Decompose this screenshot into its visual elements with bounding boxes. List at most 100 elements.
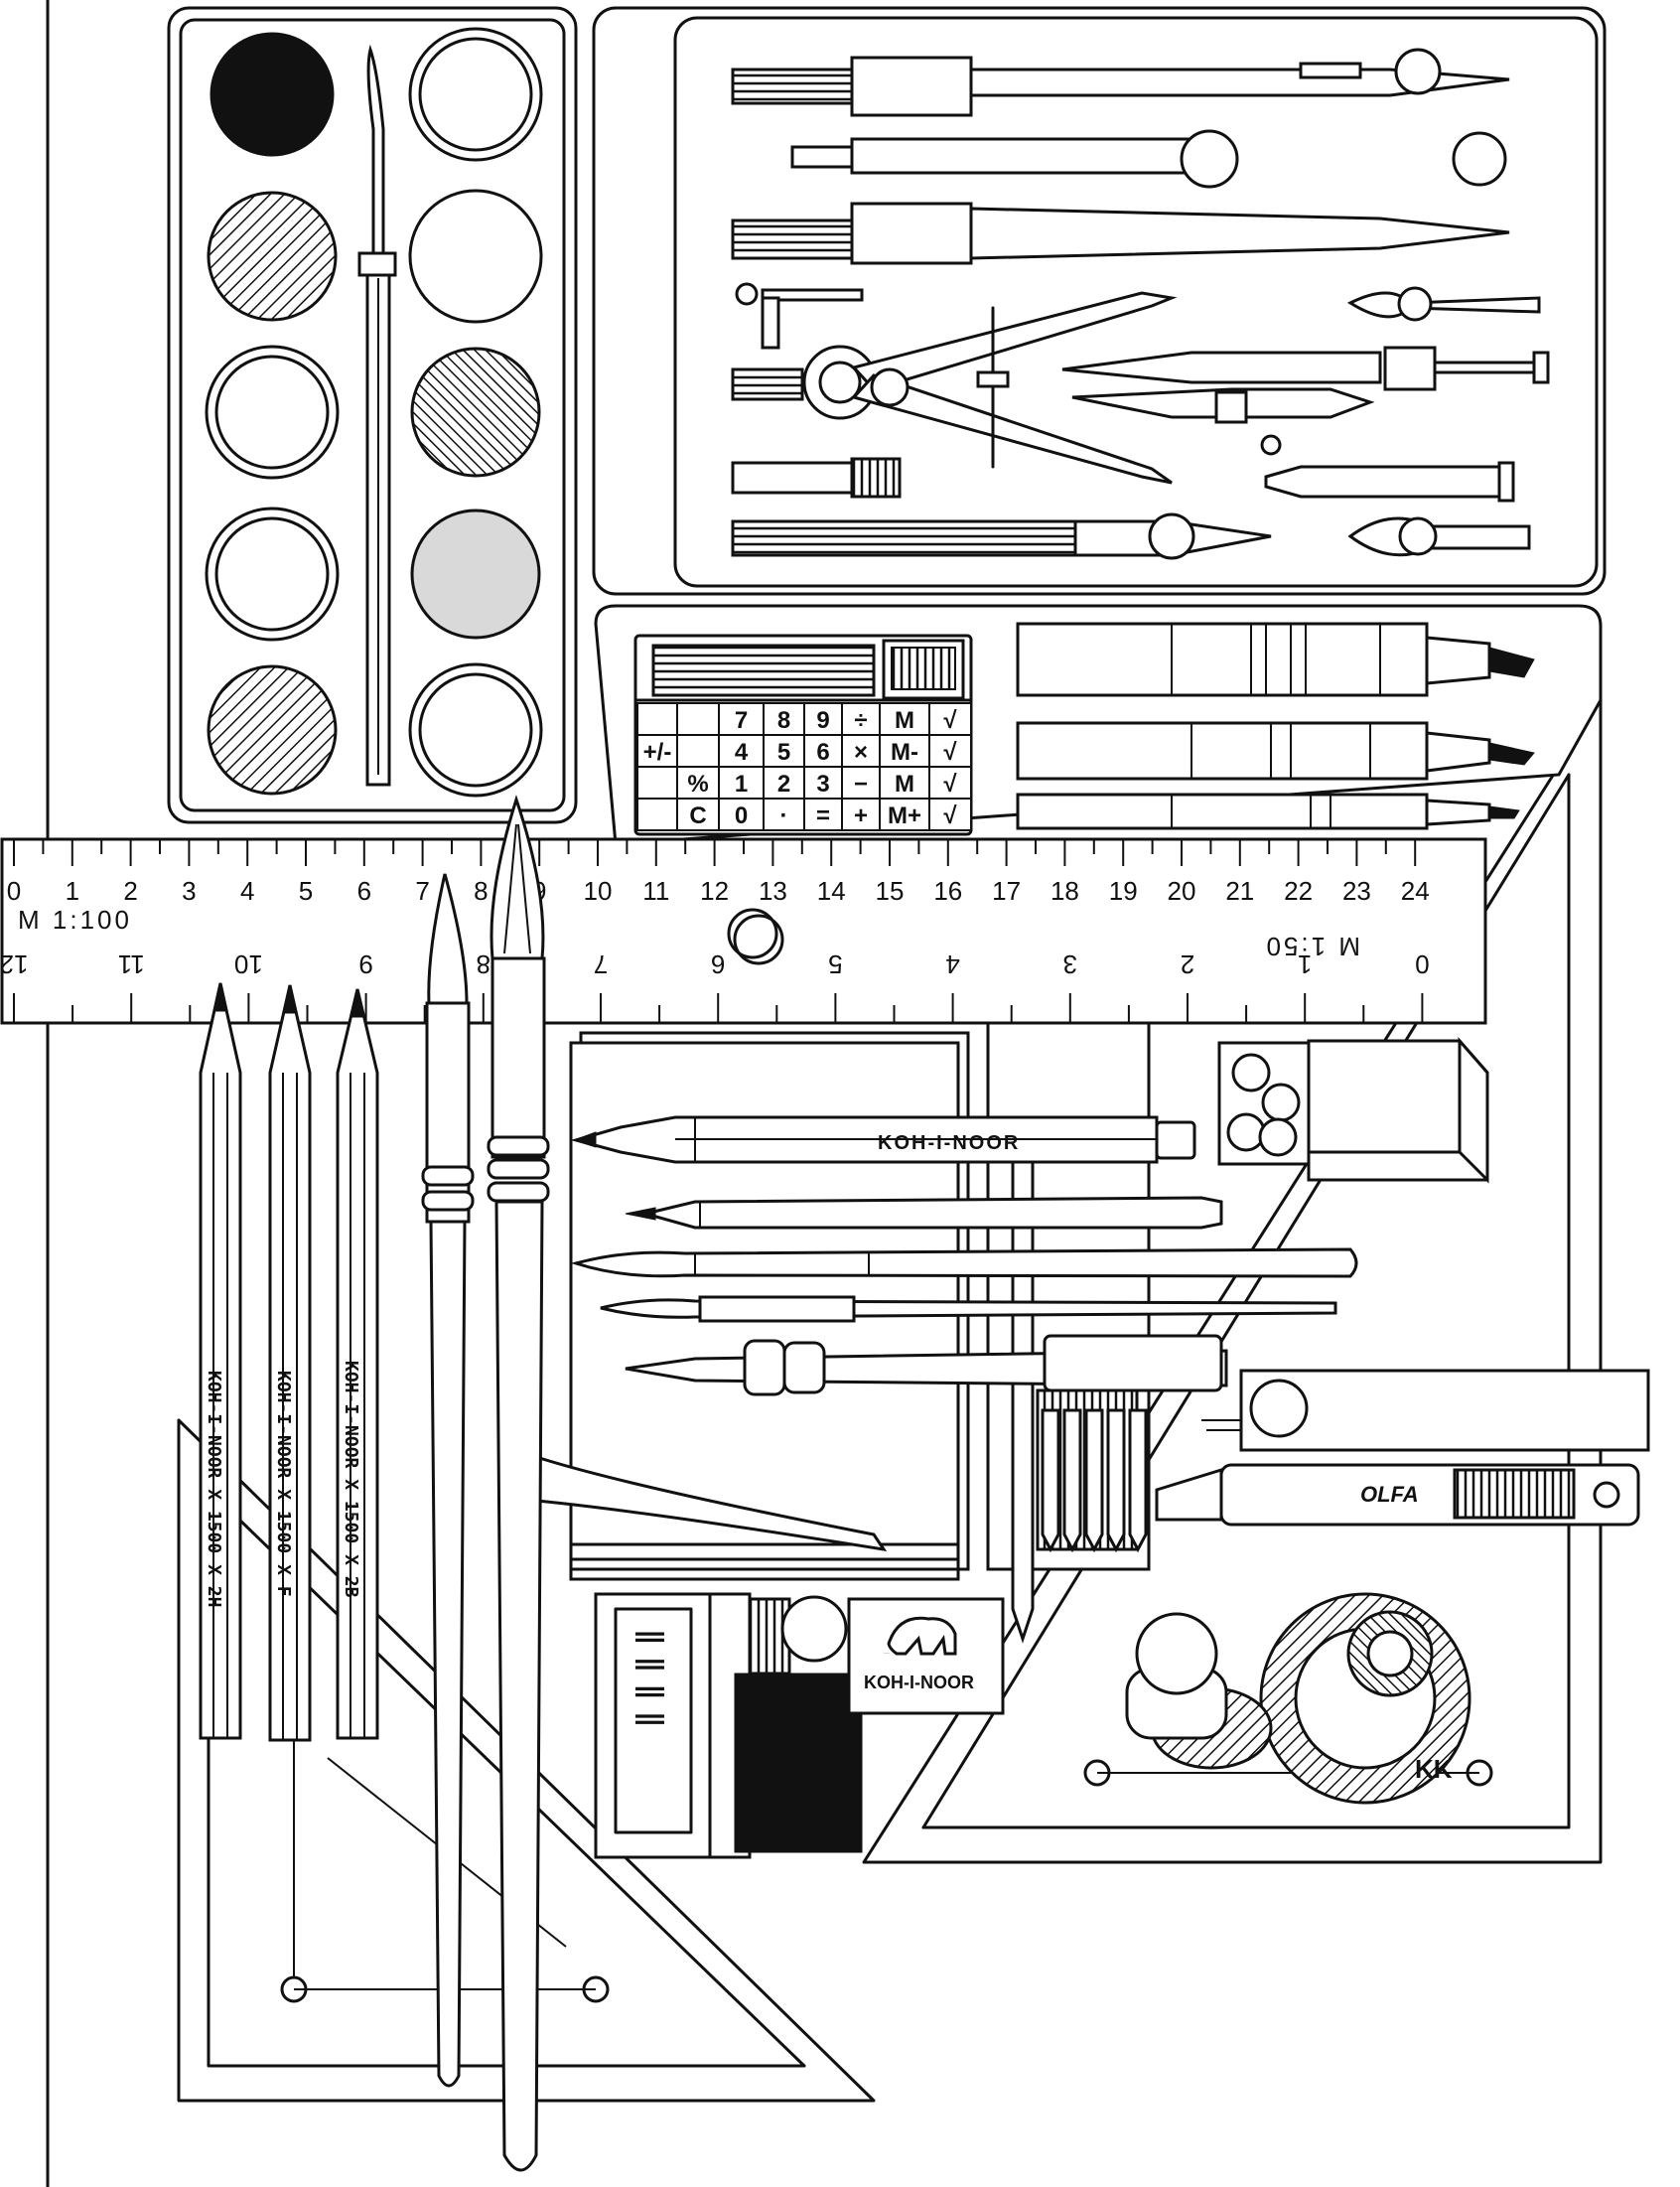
lead-refill-box: [1217, 1037, 1489, 1184]
ruler-bottom-tick-label: 9: [358, 949, 372, 979]
calculator-key-label: 6: [816, 739, 829, 766]
dip-pen-small: [600, 1295, 1337, 1323]
eraser-shield: [1201, 1369, 1650, 1452]
clutch-pencil: [625, 1334, 1228, 1396]
paint-box: [167, 6, 578, 824]
calculator-key-label: √: [943, 802, 957, 829]
elephant-icon-shape: [887, 1616, 957, 1656]
calculator-key-label: ·: [780, 802, 788, 829]
calculator-key-label: 9: [816, 707, 829, 734]
brush-large: [487, 795, 550, 2172]
calculator-key-label: M-: [891, 739, 918, 766]
ruler-top-tick-label: 19: [1109, 876, 1138, 906]
calculator-key-label: 5: [777, 739, 790, 766]
ruler-top-tick-label: 20: [1168, 876, 1196, 906]
ruler-top-tick-label: 23: [1342, 876, 1371, 906]
ruler-top-tick-label: 3: [182, 876, 196, 906]
koh-i-noor-eraser: elephant-icon KOH-I-NOOR: [847, 1597, 1005, 1715]
ruler-top-tick-label: 15: [876, 876, 905, 906]
calculator-key-label: +/-: [643, 739, 672, 766]
calculator-key: [879, 766, 930, 800]
ruler-top-tick-label: 4: [240, 876, 254, 906]
ruler-top-tick-label: 0: [7, 876, 21, 906]
calculator-key-label: M: [895, 707, 914, 734]
pencil-set: KOH-I-NOOR X 1500 X 2H KOH-I-NOOR X 1500…: [199, 982, 379, 1742]
elephant-icon: elephant-icon: [884, 1652, 890, 1655]
calculator-key: [763, 766, 805, 800]
ruler-top-tick-label: 7: [415, 876, 429, 906]
artist-signature: KK: [1415, 1754, 1453, 1784]
ruler-top-tick-label: 17: [992, 876, 1021, 906]
ruler-top-tick-label: 11: [642, 876, 669, 906]
calculator-key-label: =: [816, 802, 830, 829]
calculator-key: [928, 798, 972, 831]
ruler-top-tick-label: 5: [299, 876, 313, 906]
ruler-bottom-tick-label: 8: [477, 949, 490, 979]
ruler-bottom-scale-label: M 1:50: [1264, 932, 1361, 961]
drafting-pen: [625, 1196, 1223, 1230]
ruler-top-tick-label: 6: [357, 876, 371, 906]
ruler-top-tick-label: 22: [1284, 876, 1313, 906]
ruler-bottom-tick-label: 0: [1415, 949, 1429, 979]
calculator-key-label: √: [943, 739, 957, 766]
cutter-brand: OLFA: [1360, 1482, 1419, 1507]
calculator-key: [879, 734, 930, 768]
ruler-bottom-tick-label: 3: [1063, 949, 1077, 979]
calculator-key: [928, 702, 972, 736]
calculator-key-label: M+: [888, 802, 921, 829]
ruler-top-tick-label: 24: [1401, 876, 1430, 906]
calculator-key-label: 7: [735, 707, 748, 734]
calculator-key-label: 8: [777, 707, 790, 734]
calculator-key: [763, 702, 805, 736]
calculator-key: [636, 798, 678, 831]
calculator-key-label: 2: [777, 771, 790, 798]
ruler-bottom-tick-label: 4: [945, 949, 959, 979]
ruler-tick-marks: 0123456789101112131415161718192021222324…: [0, 839, 1430, 1023]
brush-small: [421, 873, 475, 2088]
ruler-bottom-tick-label: 6: [711, 949, 725, 979]
eraser-brand: KOH-I-NOOR: [864, 1673, 974, 1692]
calculator-key-label: ×: [854, 739, 868, 766]
calculator-key: [676, 734, 720, 768]
ruler-top-tick-label: 10: [584, 876, 613, 906]
ruler-bottom-tick-label: 11: [118, 949, 145, 979]
calculator-key: [841, 766, 881, 800]
calculator-key: [841, 798, 881, 831]
ruler-bottom-tick-label: 10: [234, 949, 263, 979]
calculator-key-label: −: [854, 771, 868, 798]
ruler-top-tick-label: 2: [123, 876, 137, 906]
push-pin-holder: [1125, 1612, 1273, 1770]
calculator-key-label: √: [943, 771, 957, 798]
mechanical-pencil-brand: KOH-I-NOOR: [878, 1132, 1020, 1154]
masking-tape: [1259, 1592, 1471, 1805]
olfa-cutter: OLFA: [1155, 1463, 1640, 1527]
ink-box: ǁ ǁ ǁ ǁ: [594, 1592, 863, 1859]
pencil-2b: KOH-I-NOOR X 1500 X 2B: [336, 988, 379, 1740]
ruler-top-tick-label: 14: [817, 876, 846, 906]
ruler-bottom-tick-label: 5: [828, 949, 842, 979]
ruler-top-tick-label: 18: [1050, 876, 1079, 906]
ink-box-pattern: ǁ ǁ ǁ ǁ: [627, 1629, 670, 1727]
calculator-key-label: 1: [735, 771, 748, 798]
compass-set-case: [592, 6, 1607, 596]
calculator-key-label: C: [689, 802, 706, 829]
dip-pen-large: [570, 1247, 1358, 1278]
calculator-key-label: M: [895, 771, 914, 798]
calculator-key-label: 0: [735, 802, 748, 829]
mechanical-pencil-koh-i-noor: KOH-I-NOOR: [570, 1115, 1196, 1164]
ruler-bottom-tick-label: 7: [594, 949, 608, 979]
technical-pens: [1016, 622, 1535, 830]
calculator-key: [803, 798, 843, 831]
ruler-top-scale-label: M 1:100: [18, 905, 132, 935]
ruler-top-tick-label: 21: [1225, 876, 1254, 906]
lead-case: [986, 991, 1151, 1644]
calculator-key: [803, 734, 843, 768]
pencil-f-label: KOH-I-NOOR X 1500 X F: [273, 1371, 294, 1597]
calculator-key-label: 4: [735, 739, 749, 766]
ruler-top-tick-label: 16: [933, 876, 962, 906]
pencil-2b-label: KOH-I-NOOR X 1500 X 2B: [341, 1361, 361, 1598]
ruler-top-tick-label: 13: [759, 876, 787, 906]
pencil-f: KOH-I-NOOR X 1500 X F: [268, 984, 312, 1742]
